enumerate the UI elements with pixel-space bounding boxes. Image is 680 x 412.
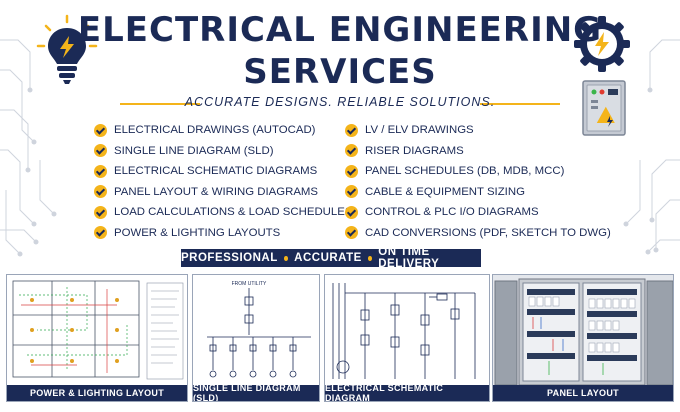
check-circle-icon <box>345 164 358 178</box>
sld-top-label: FROM UTILITY <box>232 281 267 287</box>
panel-caption: SINGLE LINE DIAGRAM (SLD) <box>193 383 319 401</box>
check-circle-icon <box>345 205 358 219</box>
panel-single-line-diagram: FROM UTILITY SINGLE LINE DIAGRAM (SLD) <box>192 274 320 402</box>
feature-item: RISER DIAGRAMS <box>345 141 464 161</box>
feature-item: CABLE & EQUIPMENT SIZING <box>345 182 525 202</box>
sld-drawing: FROM UTILITY <box>207 281 311 378</box>
feature-list: ELECTRICAL DRAWINGS (AUTOCAD) SINGLE LIN… <box>94 120 611 244</box>
panel-caption: ELECTRICAL SCHEMATIC DIAGRAM <box>325 383 489 401</box>
feature-item: LV / ELV DRAWINGS <box>345 120 474 140</box>
tagline-divider-right <box>480 103 560 105</box>
feature-item: CONTROL & PLC I/O DIAGRAMS <box>345 202 539 222</box>
delivery-item: PROFESSIONAL <box>181 252 278 264</box>
feature-item: PANEL SCHEDULES (DB, MDB, MCC) <box>345 161 564 181</box>
check-circle-icon <box>94 185 107 198</box>
schematic-drawing <box>332 283 476 379</box>
panel-power-lighting: POWER & LIGHTING LAYOUT <box>6 274 188 402</box>
delivery-item: ON TIME DELIVERY <box>378 246 440 270</box>
check-circle-icon <box>94 123 107 137</box>
electrical-panel-icon <box>582 80 626 136</box>
check-circle-icon <box>94 144 107 157</box>
page-title-line2: SERVICES <box>243 52 437 92</box>
tagline-row: ACCURATE DESIGNS. RELIABLE SOLUTIONS. <box>120 95 560 113</box>
bullet-dot-icon <box>283 255 289 261</box>
feature-item: ELECTRICAL SCHEMATIC DIAGRAMS <box>94 161 317 181</box>
delivery-item: ACCURATE <box>294 252 362 264</box>
feature-item: LOAD CALCULATIONS & LOAD SCHEDULES <box>94 202 352 222</box>
check-circle-icon <box>345 185 358 198</box>
tagline: ACCURATE DESIGNS. RELIABLE SOLUTIONS. <box>184 95 496 109</box>
cabinet-illustration <box>493 275 673 387</box>
floor-plan-drawing <box>12 280 184 380</box>
feature-item: CAD CONVERSIONS (PDF, SKETCH TO DWG) <box>345 223 611 243</box>
delivery-banner: PROFESSIONAL ACCURATE ON TIME DELIVERY <box>181 246 481 270</box>
panel-schematic-diagram: ELECTRICAL SCHEMATIC DIAGRAM <box>324 274 490 402</box>
gear-bolt-icon <box>574 16 630 72</box>
panel-panel-layout: PANEL LAYOUT <box>492 274 674 402</box>
bullet-dot-icon <box>367 255 373 261</box>
lightbulb-bolt-icon <box>36 14 98 84</box>
check-circle-icon <box>94 164 107 178</box>
feature-item: SINGLE LINE DIAGRAM (SLD) <box>94 141 274 161</box>
feature-item: ELECTRICAL DRAWINGS (AUTOCAD) <box>94 120 315 140</box>
tagline-divider-left <box>120 103 200 105</box>
panel-caption: PANEL LAYOUT <box>493 385 673 401</box>
check-circle-icon <box>94 205 107 219</box>
panel-caption: POWER & LIGHTING LAYOUT <box>7 385 187 401</box>
feature-item: POWER & LIGHTING LAYOUTS <box>94 223 280 243</box>
check-circle-icon <box>345 123 358 137</box>
check-circle-icon <box>94 226 107 239</box>
feature-item: PANEL LAYOUT & WIRING DIAGRAMS <box>94 182 318 202</box>
check-circle-icon <box>345 144 358 157</box>
page-title-line1: ELECTRICAL ENGINEERING <box>77 10 603 50</box>
check-circle-icon <box>345 226 358 239</box>
